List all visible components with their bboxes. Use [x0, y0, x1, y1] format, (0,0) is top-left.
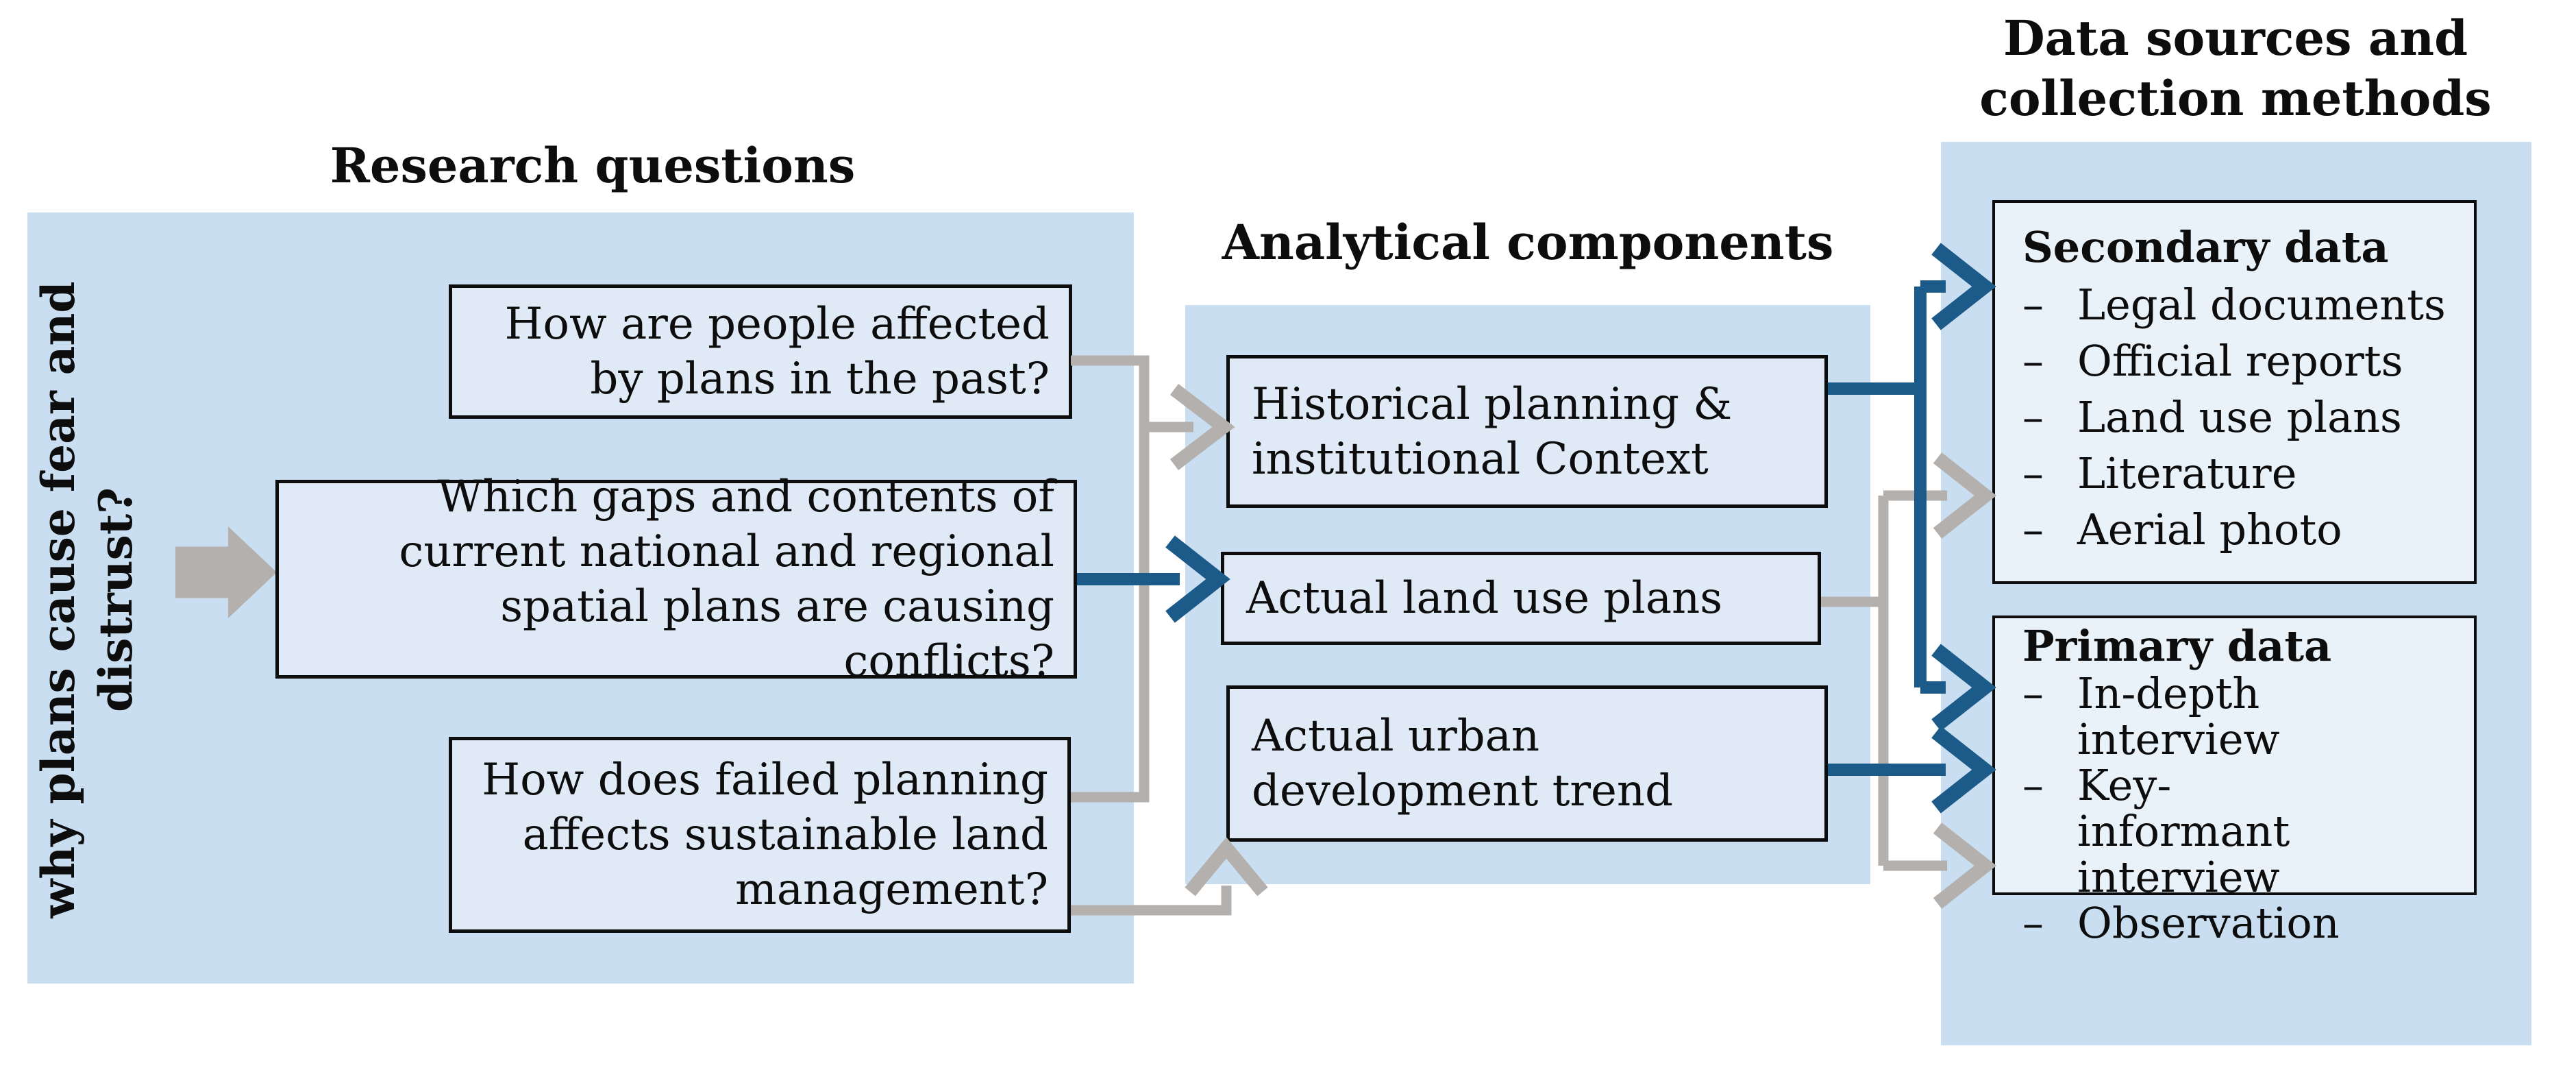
question-line: spatial plans are causing conflicts?: [500, 581, 1054, 687]
secondary-data-heading: Secondary data: [2022, 222, 2389, 272]
list-item: – Literature: [2022, 446, 2453, 502]
data-sources-title: Data sources and collection methods: [1961, 8, 2510, 129]
list-item-label: Official reports: [2077, 336, 2403, 386]
component-box-historical-context: Historical planning & institutional Cont…: [1226, 355, 1828, 508]
dash-bullet: –: [2022, 898, 2044, 948]
primary-data-heading: Primary data: [2022, 621, 2332, 671]
dash-bullet: –: [2022, 668, 2044, 718]
list-item: – Observation: [2022, 900, 2453, 946]
question-box-failed-planning: How does failed planning affects sustain…: [449, 737, 1071, 933]
side-question-label: why plans cause fear and distrust?: [29, 216, 146, 984]
question-line: How does failed planning: [482, 755, 1048, 805]
research-questions-title: Research questions: [330, 137, 856, 194]
dash-bullet: –: [2022, 760, 2044, 810]
list-item: – Land use plans: [2022, 389, 2453, 446]
question-line: current national and regional: [399, 526, 1054, 577]
component-box-land-use-plans: Actual land use plans: [1221, 552, 1821, 645]
question-line: by plans in the past?: [590, 354, 1050, 404]
dash-bullet: –: [2022, 504, 2044, 555]
component-line: Actual urban: [1252, 711, 1540, 762]
dash-bullet: –: [2022, 336, 2044, 386]
list-item: – In-depth interview: [2022, 670, 2453, 762]
component-line: Actual land use plans: [1246, 573, 1723, 624]
list-item-label: Key-informant interview: [2077, 760, 2290, 902]
side-question-line2: distrust?: [89, 487, 143, 712]
side-question-line1: why plans cause fear and: [32, 281, 85, 918]
secondary-data-box: Secondary data – Legal documents – Offic…: [1992, 200, 2477, 584]
dash-bullet: –: [2022, 392, 2044, 442]
question-line: Which gaps and contents of: [437, 472, 1054, 522]
analytical-components-title: Analytical components: [1222, 214, 1834, 271]
list-item-label: Aerial photo: [2077, 504, 2342, 555]
list-item-label: Legal documents: [2077, 280, 2446, 330]
list-item: – Key-informant interview: [2022, 762, 2453, 900]
data-sources-title-line2: collection methods: [1979, 70, 2492, 127]
list-item-label: Land use plans: [2077, 392, 2402, 442]
list-item: – Legal documents: [2022, 277, 2453, 333]
list-item-label: In-depth interview: [2077, 668, 2280, 764]
question-line: How are people affected: [504, 299, 1050, 350]
dash-bullet: –: [2022, 448, 2044, 498]
question-line: affects sustainable land: [522, 809, 1048, 860]
list-item-label: Observation: [2077, 898, 2340, 948]
component-line: institutional Context: [1252, 433, 1709, 485]
component-line: development trend: [1252, 766, 1674, 816]
primary-data-box: Primary data – In-depth interview – Key-…: [1992, 616, 2477, 946]
question-box-plan-gaps: Which gaps and contents of current natio…: [275, 472, 1077, 687]
dash-bullet: –: [2022, 280, 2044, 330]
question-line: management?: [735, 864, 1048, 915]
list-item: – Aerial photo: [2022, 502, 2453, 558]
component-box-urban-trend: Actual urban development trend: [1226, 685, 1828, 842]
list-item-label: Literature: [2077, 448, 2297, 498]
component-line: Historical planning &: [1252, 378, 1733, 430]
question-box-past-plans: How are people affected by plans in the …: [449, 284, 1072, 419]
data-sources-title-line1: Data sources and: [2003, 10, 2468, 66]
list-item: – Official reports: [2022, 333, 2453, 389]
